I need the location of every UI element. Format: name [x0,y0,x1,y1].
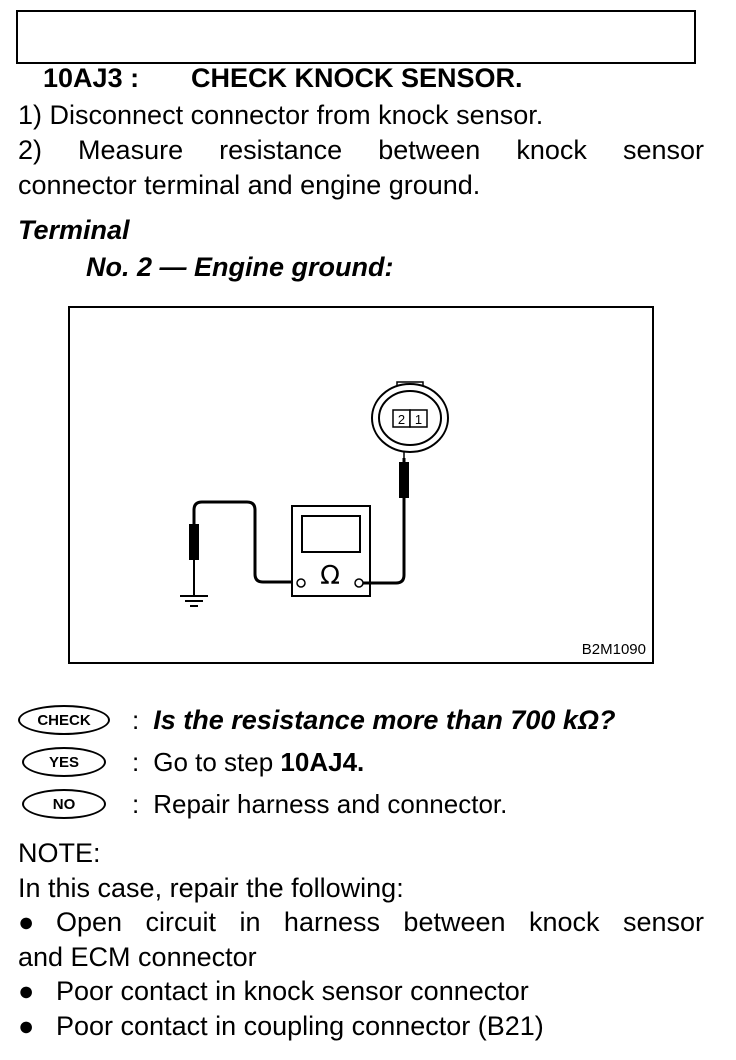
check-question: Is the resistance more than 700 kΩ? [153,704,616,735]
terminal-spec: No. 2 — Engine ground: [86,252,394,282]
check-badge: CHECK [18,705,110,735]
wiring-diagram-svg: Ω 2 1 [180,381,449,607]
yes-badge: YES [22,747,106,777]
step-1: 1) Disconnect connector from knock senso… [18,100,544,130]
note-bullet-2: ●Poor contact in knock sensor connector [18,974,704,1009]
page-title: CHECK KNOCK SENSOR. [191,63,523,93]
sensor-probe [399,462,409,498]
wiring-diagram: Ω 2 1 B2M1090 [68,306,654,664]
yes-action-step: 10AJ4 [280,746,358,777]
step-code: 10AJ3 : [43,63,140,93]
check-colon: : [132,704,140,735]
signal-lead-wire [363,458,406,585]
ohmmeter-icon: Ω [291,505,371,597]
no-row: NO : Repair harness and connector. [18,784,507,824]
ohm-symbol: Ω [320,561,340,591]
figure-id: B2M1090 [581,641,646,658]
check-row: CHECK : Is the resistance more than 700 … [18,700,616,740]
no-colon: : [132,788,140,819]
bullet-icon: ● [18,1010,35,1041]
terminal-heading: Terminal [18,215,130,245]
ground-probe [189,524,199,560]
note-bullet-3: ●Poor contact in coupling connector (B21… [18,1009,704,1044]
note-intro: In this case, repair the following: [18,872,404,903]
yes-action: Go to step 10AJ4. [153,747,364,778]
note-label: NOTE: [18,838,101,868]
step-2-line-1: 2) Measure resistance between knock sens… [18,135,704,165]
note-bullet-1: ●Open circuit in harness between knock s… [18,905,704,940]
procedure-steps: 1) Disconnect connector from knock senso… [18,98,704,203]
no-action: Repair harness and connector. [153,788,508,819]
yes-colon: : [132,746,140,777]
yes-action-prefix: Go to step [153,746,281,777]
no-badge: NO [22,789,106,819]
yes-action-suffix: . [357,746,365,777]
yes-row: YES : Go to step 10AJ4. [18,742,364,782]
bullet-icon: ● [18,907,35,937]
terminal-1-label: 1 [415,412,422,427]
terminal-2-label: 2 [398,412,405,427]
note-section: NOTE: In this case, repair the following… [18,836,704,1043]
bullet-icon: ● [18,976,35,1006]
step-2-line-2: connector terminal and engine ground. [18,170,481,200]
knock-sensor-connector-icon: 2 1 [371,381,449,453]
ground-lead-wire [192,500,297,584]
note-bullet-1-cont: and ECM connector [18,941,257,972]
page-title-box: 10AJ3 : CHECK KNOCK SENSOR. [16,10,696,93]
ground-symbol-icon [180,595,208,607]
